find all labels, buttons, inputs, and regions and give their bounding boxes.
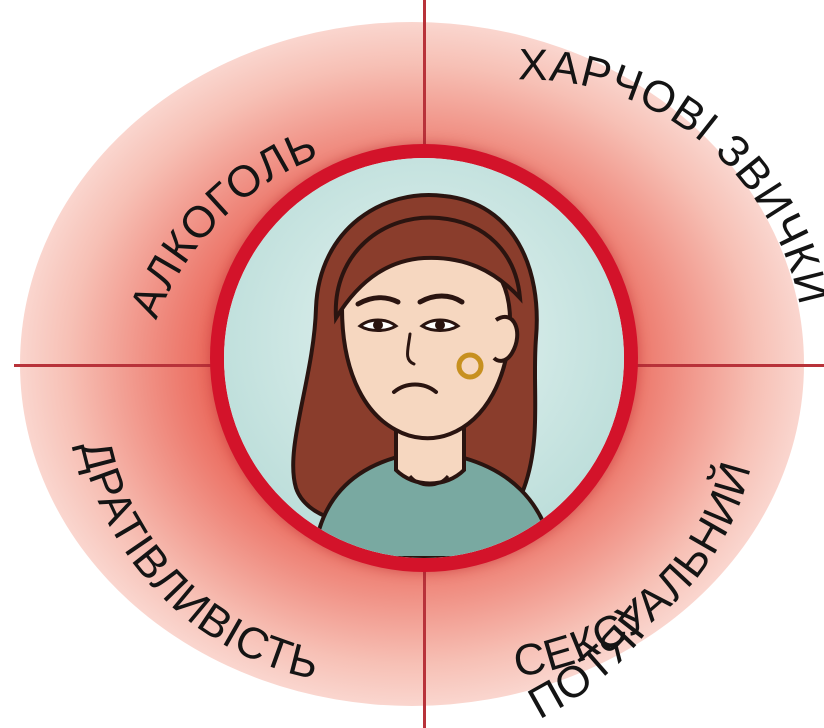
label-alcohol: АЛКОГОЛЬ bbox=[120, 120, 324, 324]
label-irritability: ДРАТІВЛИВІСТЬ bbox=[71, 435, 325, 689]
label-eating-habits: ХАРЧОВІ ЗВИЧКИ bbox=[518, 40, 824, 309]
